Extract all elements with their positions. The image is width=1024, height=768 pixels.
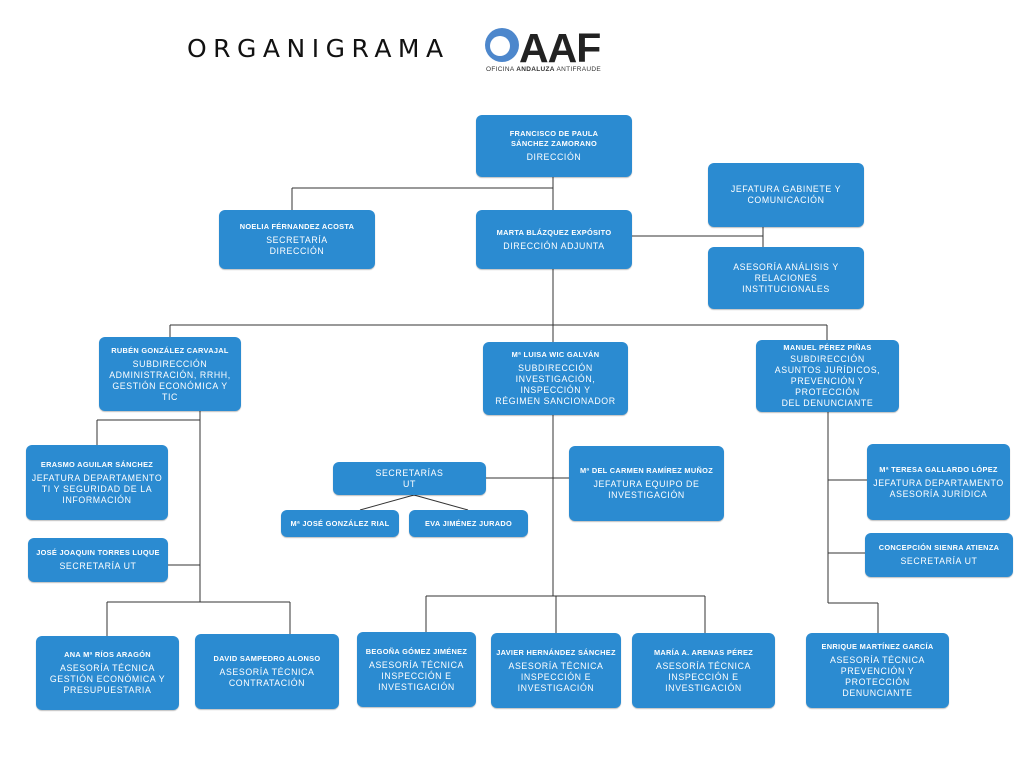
node-sub-admin[interactable]: RUBÉN GONZÁLEZ CARVAJAL SUBDIRECCIÓN ADM… xyxy=(99,337,241,411)
node-secretarias-ut[interactable]: SECRETARÍAS UT xyxy=(333,462,486,495)
node-asesoria-juridica[interactable]: Mª TERESA GALLARDO LÓPEZ JEFATURA DEPART… xyxy=(867,444,1010,520)
node-name: CONCEPCIÓN SIENRA ATIENZA xyxy=(878,543,1000,552)
aaf-logo: AAF xyxy=(485,25,601,71)
node-director[interactable]: FRANCISCO DE PAULA SÁNCHEZ ZAMORANO DIRE… xyxy=(476,115,632,177)
node-role: SECRETARÍAS UT xyxy=(375,467,444,489)
node-secretaria-ut-admin[interactable]: JOSÉ JOAQUIN TORRES LUQUE SECRETARÍA UT xyxy=(28,538,168,582)
node-role: ASESORÍA TÉCNICA CONTRATACIÓN xyxy=(219,667,315,688)
node-name: MARÍA A. ARENAS PÉREZ xyxy=(653,647,754,657)
node-secretaria-direccion[interactable]: NOELIA FÉRNANDEZ ACOSTA SECRETARÍA DIREC… xyxy=(219,210,375,269)
node-name: ERASMO AGUILAR SÁNCHEZ xyxy=(40,459,154,469)
node-name: MANUEL PÉREZ PIÑAS xyxy=(783,343,872,352)
node-maria-arenas[interactable]: MARÍA A. ARENAS PÉREZ ASESORÍA TÉCNICA I… xyxy=(632,633,775,708)
node-name: Mª DEL CARMEN RAMÍREZ MUÑOZ xyxy=(579,466,714,475)
node-name: RUBÉN GONZÁLEZ CARVAJAL xyxy=(111,345,229,355)
node-name: ANA Mª RÍOS ARAGÓN xyxy=(64,650,151,659)
node-role: DIRECCIÓN ADJUNTA xyxy=(503,240,605,251)
node-role: SECRETARÍA UT xyxy=(59,561,137,571)
node-secretaria-ut-jur[interactable]: CONCEPCIÓN SIENRA ATIENZA SECRETARÍA UT xyxy=(865,533,1013,577)
node-analisis[interactable]: ASESORÍA ANÁLISIS Y RELACIONES INSTITUCI… xyxy=(708,247,864,309)
node-name: Mª LUISA WIC GALVÁN xyxy=(511,350,600,359)
node-name: EVA JIMÉNEZ JURADO xyxy=(424,518,513,528)
node-name: ENRIQUE MARTÍNEZ GARCÍA xyxy=(821,642,934,651)
node-jefatura-ti[interactable]: ERASMO AGUILAR SÁNCHEZ JEFATURA DEPARTAM… xyxy=(26,445,168,520)
node-name: MARTA BLÁZQUEZ EXPÓSITO xyxy=(496,227,612,237)
node-javier-hernandez[interactable]: JAVIER HERNÁNDEZ SÁNCHEZ ASESORÍA TÉCNIC… xyxy=(491,633,621,708)
node-name: DAVID SAMPEDRO ALONSO xyxy=(213,654,321,663)
node-role: ASESORÍA TÉCNICA INSPECCIÓN E INVESTIGAC… xyxy=(369,659,464,692)
node-role: JEFATURA EQUIPO DE INVESTIGACIÓN xyxy=(593,479,700,500)
node-sub-investigacion[interactable]: Mª LUISA WIC GALVÁN SUBDIRECCIÓN INVESTI… xyxy=(483,342,628,415)
node-name: JAVIER HERNÁNDEZ SÁNCHEZ xyxy=(496,647,616,657)
node-name: BEGOÑA GÓMEZ JIMÉNEZ xyxy=(365,646,468,656)
node-name: Mª TERESA GALLARDO LÓPEZ xyxy=(879,464,998,474)
logo-letters: AAF xyxy=(519,25,600,71)
node-jose-gonzalez[interactable]: Mª JOSÉ GONZÁLEZ RIAL xyxy=(281,510,399,537)
logo-subtitle: OFICINA ANDALUZA ANTIFRAUDE xyxy=(486,66,602,73)
node-david-sampedro[interactable]: DAVID SAMPEDRO ALONSO ASESORÍA TÉCNICA C… xyxy=(195,634,339,709)
node-name: JOSÉ JOAQUIN TORRES LUQUE xyxy=(36,548,160,557)
node-role: ASESORÍA TÉCNICA PREVENCIÓN Y PROTECCIÓN… xyxy=(830,655,925,698)
node-role: ASESORÍA TÉCNICA GESTIÓN ECONÓMICA Y PRE… xyxy=(49,663,166,695)
node-name: Mª JOSÉ GONZÁLEZ RIAL xyxy=(290,518,390,528)
node-role: ASESORÍA TÉCNICA INSPECCIÓN E INVESTIGAC… xyxy=(508,660,604,693)
node-begona-gomez[interactable]: BEGOÑA GÓMEZ JIMÉNEZ ASESORÍA TÉCNICA IN… xyxy=(357,632,476,707)
node-role: SECRETARÍA UT xyxy=(900,556,978,566)
node-role: JEFATURA DEPARTAMENTO ASESORÍA JURÍDICA xyxy=(873,477,1004,499)
node-role: JEFATURA DEPARTAMENTO TI Y SEGURIDAD DE … xyxy=(31,472,163,505)
node-role: JEFATURA GABINETE Y COMUNICACIÓN xyxy=(730,184,842,205)
page-title: ORGANIGRAMA xyxy=(187,34,450,63)
node-role: SUBDIRECCIÓN INVESTIGACIÓN, INSPECCIÓN Y… xyxy=(495,363,616,406)
node-role: SUBDIRECCIÓN ADMINISTRACIÓN, RRHH, GESTI… xyxy=(109,358,231,402)
node-role: ASESORÍA ANÁLISIS Y RELACIONES INSTITUCI… xyxy=(733,261,839,294)
node-sub-juridicos[interactable]: MANUEL PÉREZ PIÑAS SUBDIRECCIÓN ASUNTOS … xyxy=(756,340,899,412)
node-name: NOELIA FÉRNANDEZ ACOSTA xyxy=(239,222,355,231)
node-gabinete[interactable]: JEFATURA GABINETE Y COMUNICACIÓN xyxy=(708,163,864,227)
node-enrique-martinez[interactable]: ENRIQUE MARTÍNEZ GARCÍA ASESORÍA TÉCNICA… xyxy=(806,633,949,708)
node-role: SUBDIRECCIÓN ASUNTOS JURÍDICOS, PREVENCI… xyxy=(774,354,881,408)
node-direccion-adjunta[interactable]: MARTA BLÁZQUEZ EXPÓSITO DIRECCIÓN ADJUNT… xyxy=(476,210,632,269)
node-role: ASESORÍA TÉCNICA INSPECCIÓN E INVESTIGAC… xyxy=(656,660,751,693)
node-role: SECRETARÍA DIRECCIÓN xyxy=(266,235,328,256)
node-eva-jimenez[interactable]: EVA JIMÉNEZ JURADO xyxy=(409,510,528,537)
node-ana-rios[interactable]: ANA Mª RÍOS ARAGÓN ASESORÍA TÉCNICA GEST… xyxy=(36,636,179,710)
node-equipo-investigacion[interactable]: Mª DEL CARMEN RAMÍREZ MUÑOZ JEFATURA EQU… xyxy=(569,446,724,521)
node-role: DIRECCIÓN xyxy=(526,152,582,162)
node-name: FRANCISCO DE PAULA SÁNCHEZ ZAMORANO xyxy=(509,129,599,148)
